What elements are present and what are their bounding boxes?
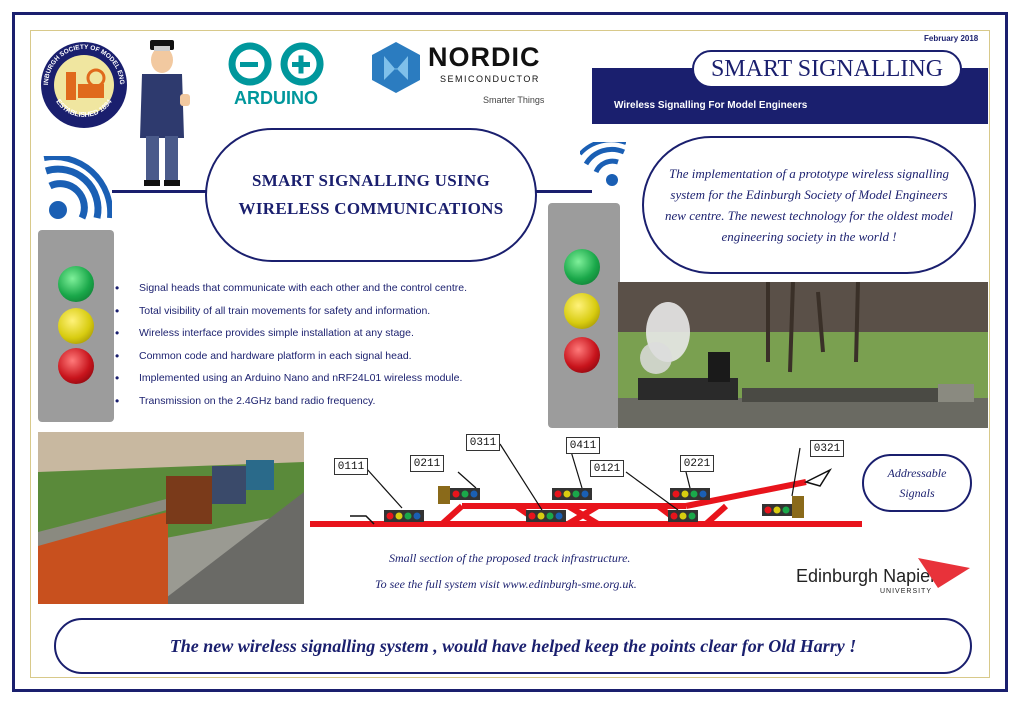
signal-head-left: [38, 230, 114, 422]
center-heading-oval: SMART SIGNALLING USING WIRELESS COMMUNIC…: [205, 128, 537, 262]
feature-item: Common code and hardware platform in eac…: [115, 349, 467, 373]
signal-0221: [670, 488, 710, 500]
red-lamp: [58, 348, 94, 384]
red-lamp: [564, 337, 600, 373]
yellow-lamp: [564, 293, 600, 329]
arduino-logo-text: ARDUINO: [234, 88, 318, 108]
footer-oval: The new wireless signalling system , wou…: [54, 618, 972, 674]
callout-leaders: [365, 443, 801, 511]
arduino-logo: ARDUINO: [228, 42, 324, 108]
page-subtitle: Wireless Signalling For Model Engineers: [614, 100, 808, 111]
signal-id-label: 0111: [334, 458, 368, 475]
feature-item: Signal heads that communicate with each …: [115, 281, 467, 305]
yellow-lamp: [58, 308, 94, 344]
signal-0121: [668, 510, 698, 522]
date-label: February 2018: [924, 34, 979, 43]
signal-id-label: 0411: [566, 437, 600, 454]
signal-0311: [526, 510, 566, 522]
signal-id-label: 0211: [410, 455, 444, 472]
steam-train-photo: [618, 282, 988, 428]
nordic-logo-sub: SEMICONDUCTOR: [440, 74, 540, 84]
feature-item: Transmission on the 2.4GHz band radio fr…: [115, 394, 467, 418]
green-lamp: [58, 266, 94, 302]
signal-head-right: [548, 203, 620, 428]
napier-logo-sub: UNIVERSITY: [880, 588, 933, 595]
wifi-icon: [43, 156, 112, 220]
signal-id-label: 0311: [466, 434, 500, 451]
inner-frame: [30, 30, 990, 678]
feature-item: Wireless interface provides simple insta…: [115, 326, 467, 350]
signal-0111: [384, 510, 424, 522]
green-lamp: [564, 249, 600, 285]
feature-list: Signal heads that communicate with each …: [115, 281, 467, 418]
nordic-logo-tagline: Smarter Things: [483, 95, 545, 105]
track-diagram: [310, 468, 862, 527]
wifi-icon: [580, 142, 626, 186]
feature-item: Implemented using an Arduino Nano and nR…: [115, 371, 467, 395]
nordic-logo-name: NORDIC: [428, 42, 541, 72]
napier-logo-mark: [918, 558, 970, 588]
signal-0211: [438, 486, 480, 504]
connector-line-right: [536, 190, 592, 193]
addressable-signals-label: Addressable Signals: [887, 466, 947, 500]
page-title: SMART SIGNALLING: [692, 50, 962, 88]
napier-logo-name: Edinburgh Napier: [796, 566, 937, 586]
website-caption: To see the full system visit www.edinbur…: [375, 577, 637, 591]
signal-id-label: 0321: [810, 440, 844, 457]
addressable-signals-oval: Addressable Signals: [862, 454, 972, 512]
signal-heads-diagram: [384, 486, 804, 522]
esme-logo: THE EDINBURGH SOCIETY OF MODEL ENGINEERS…: [38, 40, 127, 128]
nordic-logo-mark: [372, 42, 420, 93]
signal-0411: [552, 488, 592, 500]
connector-line-left: [112, 190, 207, 193]
description-text: The implementation of a prototype wirele…: [665, 166, 953, 244]
feature-item: Total visibility of all train movements …: [115, 304, 467, 328]
carriages-photo: [38, 432, 304, 604]
track-rails: [310, 479, 862, 527]
footer-text: The new wireless signalling system , wou…: [169, 635, 857, 656]
diagram-caption: Small section of the proposed track infr…: [389, 551, 631, 565]
signal-id-label: 0121: [590, 460, 624, 477]
signal-id-label: 0221: [680, 455, 714, 472]
center-heading: SMART SIGNALLING USING WIRELESS COMMUNIC…: [238, 171, 504, 218]
description-oval: The implementation of a prototype wirele…: [642, 136, 976, 274]
signal-0321: [762, 496, 804, 518]
outer-frame: [12, 12, 1008, 692]
old-harry-figure: [140, 40, 190, 186]
